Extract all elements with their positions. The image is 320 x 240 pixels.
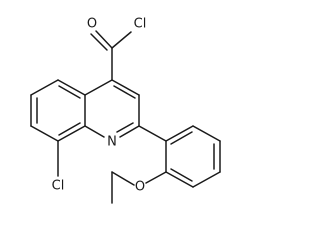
bond-c4-c3	[111, 79, 140, 96]
pyridine-ring	[84, 79, 140, 138]
bond-p4-p5	[192, 171, 221, 188]
bond-p2-p3	[192, 125, 221, 142]
bond-c5-c6	[30, 79, 59, 96]
bond-c4a-c5-double	[58, 85, 81, 99]
acid-chloride-group	[90, 30, 132, 81]
bond-carbonyl-oxygen-double	[90, 33, 108, 51]
bond-c2-phenyl	[138, 125, 167, 142]
bond-c2-n1-double	[116, 122, 134, 133]
bond-c8-c8a	[57, 125, 86, 142]
atom-aryl-chlorine: Cl	[52, 179, 65, 194]
bond-c7-c8	[30, 125, 59, 142]
bond-c4-c4a	[84, 79, 113, 96]
bond-p5-p6-double	[170, 168, 193, 182]
bond-c8-c8a-double	[58, 122, 81, 136]
bond-c2-n1	[119, 125, 140, 138]
bond-p1-p2-double	[170, 131, 193, 145]
atom-acyl-chlorine: Cl	[134, 17, 147, 32]
atom-ether-oxygen: O	[135, 180, 145, 195]
ethoxyphenyl-ring	[138, 125, 221, 188]
bond-ether-oxygen-ch2	[111, 171, 135, 186]
bond-carbonyl-chlorine	[111, 31, 132, 49]
bond-c4a-c5	[57, 79, 86, 96]
atom-ring-nitrogen: N	[107, 135, 117, 150]
bond-carbonyl-oxygen	[95, 30, 113, 49]
chemical-structure: O Cl N Cl O	[30, 17, 221, 204]
bond-p1-p2	[165, 125, 194, 142]
bond-ring-ether-oxygen	[145, 171, 167, 184]
benzo-ring	[30, 79, 86, 177]
bond-n1-c8a	[84, 125, 105, 138]
bond-p5-p6	[165, 171, 194, 188]
ethoxy-group	[111, 171, 167, 204]
atom-carbonyl-oxygen: O	[87, 17, 97, 32]
bond-c4-c3-double	[113, 85, 136, 99]
